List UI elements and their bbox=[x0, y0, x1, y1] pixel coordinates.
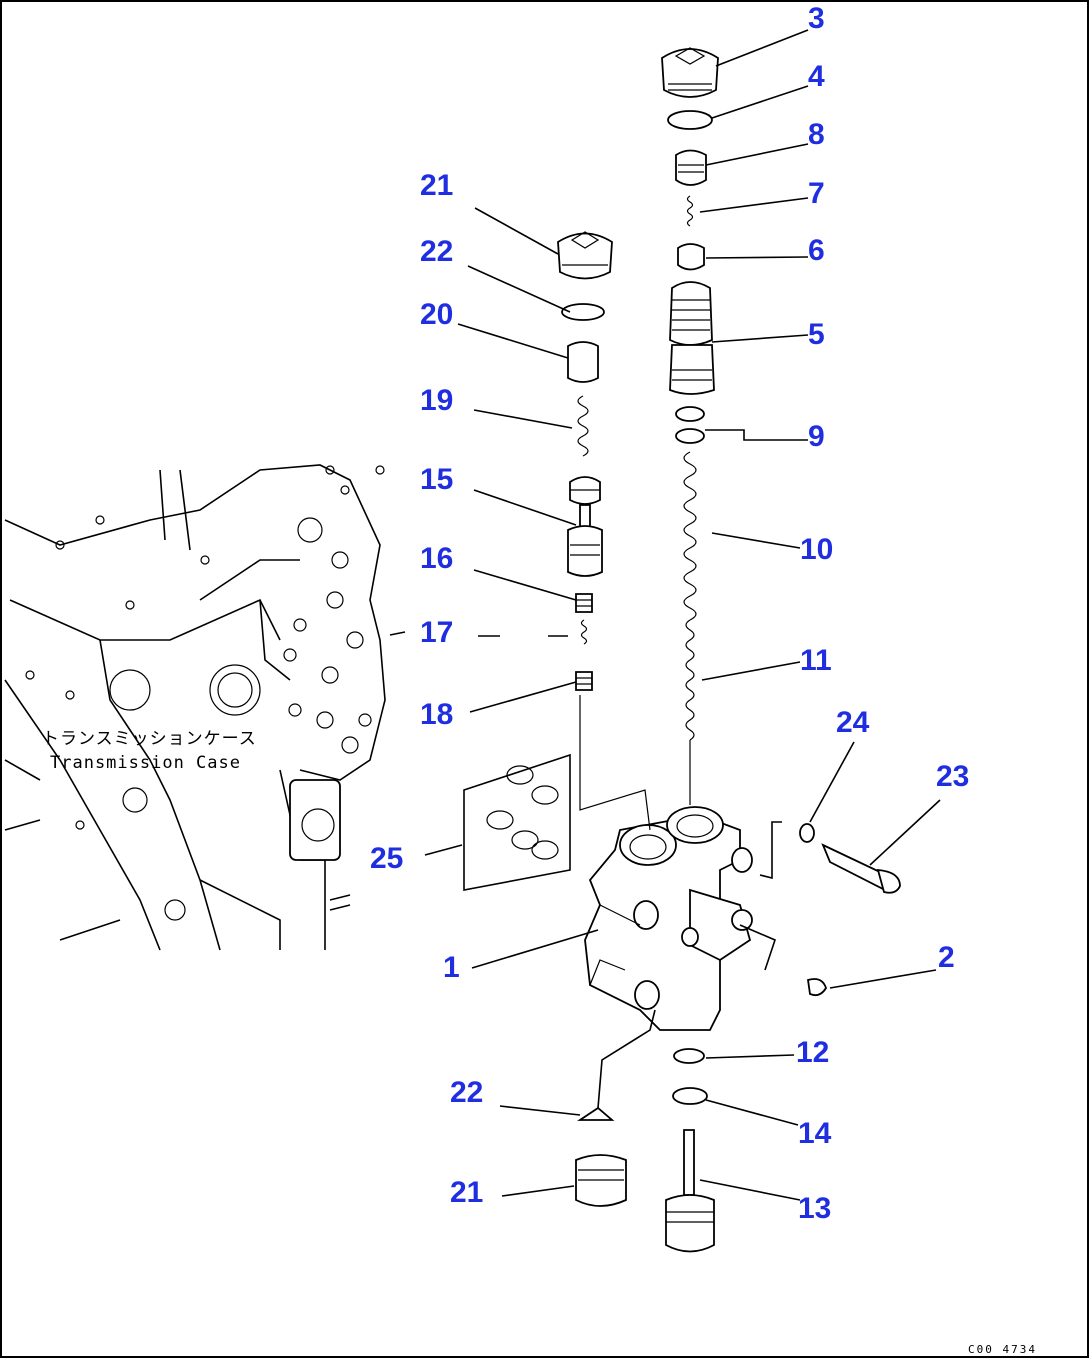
relief-valve-stack bbox=[661, 47, 719, 805]
callout-labels: 3 4 8 7 6 5 9 10 11 24 23 21 22 20 19 15… bbox=[370, 2, 969, 1225]
callout-17: 17 bbox=[420, 616, 453, 649]
callout-21-bottom: 21 bbox=[450, 1176, 483, 1209]
callout-7: 7 bbox=[808, 177, 825, 210]
callout-19: 19 bbox=[420, 384, 453, 417]
spool-stack bbox=[557, 231, 651, 831]
bolt-23-drawing bbox=[759, 821, 901, 894]
callout-15: 15 bbox=[420, 463, 453, 496]
callout-16: 16 bbox=[420, 542, 453, 575]
plug-2-drawing bbox=[739, 924, 827, 997]
callout-2: 2 bbox=[938, 941, 955, 974]
callout-23: 23 bbox=[936, 760, 969, 793]
caption-japanese: トランスミッションケース bbox=[42, 729, 257, 749]
callout-12: 12 bbox=[796, 1036, 829, 1069]
callout-14: 14 bbox=[798, 1117, 832, 1150]
callout-20: 20 bbox=[420, 298, 453, 331]
transmission-case-drawing bbox=[4, 464, 406, 951]
bottom-parts-drawing bbox=[575, 1009, 715, 1253]
valve-body-drawing bbox=[584, 806, 753, 1031]
callout-22-top: 22 bbox=[420, 235, 453, 268]
callout-3: 3 bbox=[808, 2, 825, 35]
leader-lines bbox=[424, 29, 941, 1201]
callout-10: 10 bbox=[800, 533, 833, 566]
callout-22-bottom: 22 bbox=[450, 1076, 483, 1109]
callout-24: 24 bbox=[836, 706, 870, 739]
callout-9: 9 bbox=[808, 420, 825, 453]
callout-1: 1 bbox=[443, 951, 460, 984]
callout-8: 8 bbox=[808, 118, 825, 151]
caption-english: Transmission Case bbox=[50, 753, 241, 773]
callout-4: 4 bbox=[808, 60, 825, 93]
callout-21-top: 21 bbox=[420, 169, 453, 202]
callout-11: 11 bbox=[800, 644, 832, 677]
callout-6: 6 bbox=[808, 234, 825, 267]
gasket-25-drawing bbox=[463, 753, 571, 891]
callout-25: 25 bbox=[370, 842, 403, 875]
callout-18: 18 bbox=[420, 698, 453, 731]
drawing-code: C00 4734 bbox=[968, 1343, 1037, 1356]
callout-13: 13 bbox=[798, 1192, 831, 1225]
callout-5: 5 bbox=[808, 318, 825, 351]
